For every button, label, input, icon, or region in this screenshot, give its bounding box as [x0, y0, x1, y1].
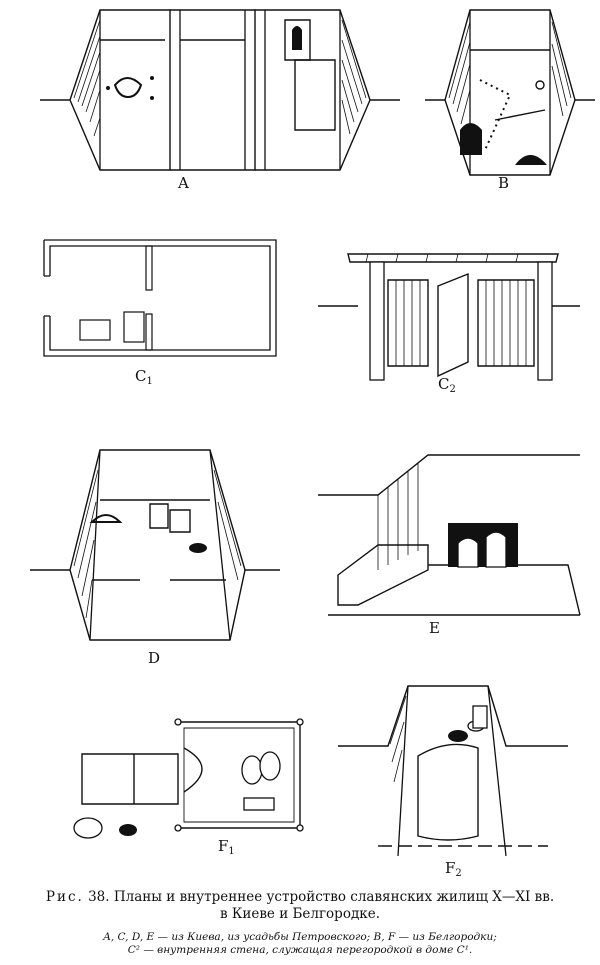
figure-f2-drawing — [338, 685, 568, 857]
figure-f1-label: F1 — [218, 839, 235, 857]
figure-c2-drawing — [318, 236, 580, 386]
figure-f2-label-subscript: 2 — [455, 868, 462, 879]
figure-caption-line2: в Киеве и Белгородке. — [220, 906, 380, 922]
figure-note-line1: A, C, D, E — из Киева, из усадьбы Петров… — [103, 931, 497, 943]
figure-caption-title: Рис. 38. Планы и внутреннее устройство с… — [0, 889, 600, 923]
figure-c2-label-letter: C — [438, 375, 450, 393]
figure-e-label: E — [429, 619, 440, 637]
figure-b-label: B — [498, 174, 510, 192]
figure-number-prefix: Рис. — [45, 889, 84, 905]
figure-a-drawing — [40, 0, 400, 180]
figure-c1-label-letter: C — [135, 367, 147, 385]
figure-c1-label: C1 — [135, 369, 153, 387]
figure-f2-label-letter: F — [445, 859, 456, 877]
figure-d-label: D — [148, 649, 161, 667]
figure-f2-label: F2 — [445, 861, 462, 879]
figure-c1-label-subscript: 1 — [146, 376, 153, 387]
figure-a-label: A — [178, 174, 189, 192]
figure-e-drawing — [318, 454, 581, 616]
figure-caption-text1: 38. Планы и внутреннее устройство славян… — [83, 889, 555, 905]
figure-note-line2: C² — внутренняя стена, служащая перегоро… — [127, 944, 473, 956]
figure-f1-label-letter: F — [218, 837, 229, 855]
figure-f1-label-subscript: 1 — [228, 846, 235, 857]
figure-f1-plan — [38, 718, 308, 839]
figure-c2-label: C2 — [438, 377, 456, 395]
figure-caption-line1: Рис. 38. Планы и внутреннее устройство с… — [0, 889, 600, 906]
figure-caption-note: A, C, D, E — из Киева, из усадьбы Петров… — [0, 931, 600, 957]
figure-c1-plan — [40, 236, 280, 361]
figure-b-drawing — [425, 0, 595, 180]
figure-c2-label-subscript: 2 — [449, 384, 456, 395]
figure-d-drawing — [30, 440, 280, 650]
